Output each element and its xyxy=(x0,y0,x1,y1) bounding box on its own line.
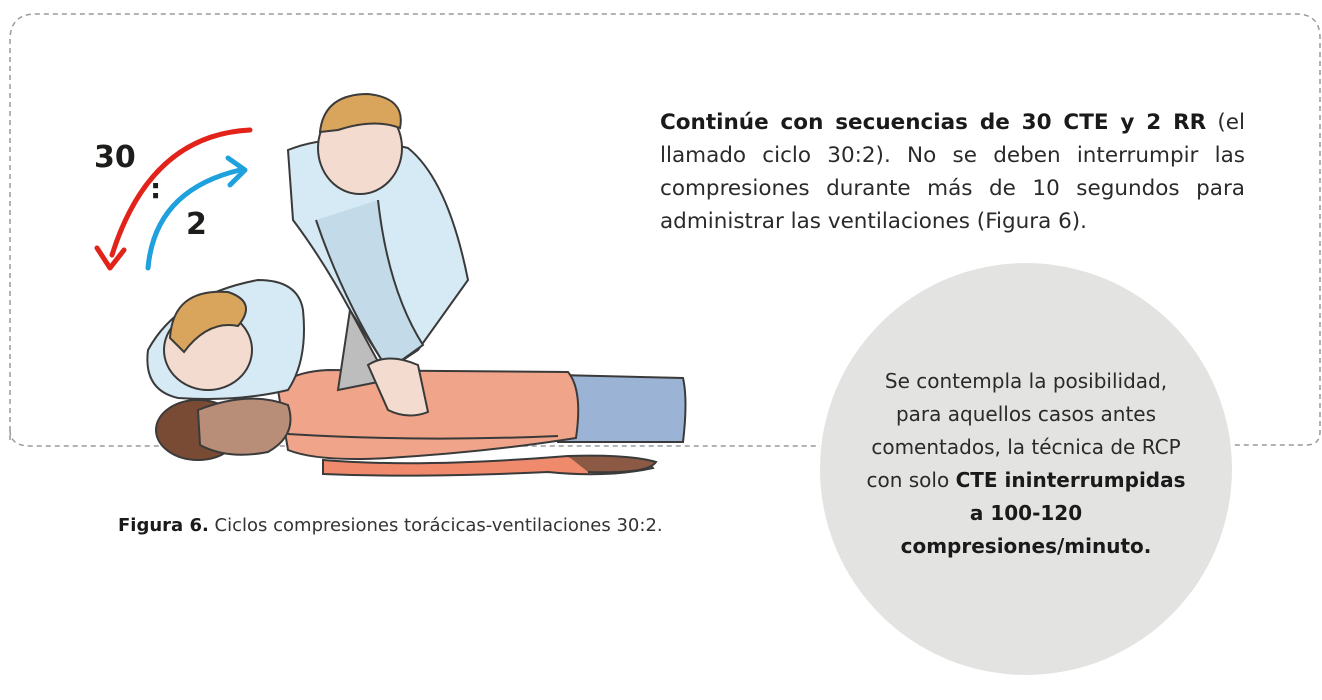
note-circle xyxy=(820,263,1232,675)
intro-paragraph: Continúe con secuencias de 30 CTE y 2 RR… xyxy=(660,106,1245,238)
caption-label: Figura 6. xyxy=(118,515,209,536)
note-text: Se contempla la posibilidad, para aquell… xyxy=(862,365,1190,563)
note-bold: CTE ininterrumpidas a 100-120 compresion… xyxy=(900,468,1186,558)
cycle-separator: : xyxy=(150,172,162,205)
note-body: Se contempla la posibilidad, para aquell… xyxy=(866,369,1181,492)
intro-bold-text: Continúe con secuencias de 30 CTE y 2 RR xyxy=(660,109,1207,135)
intro-body-text: (el llamado ciclo 30:2). No se deben int… xyxy=(660,109,1245,234)
caption-text: Ciclos compresiones torácicas-ventilacio… xyxy=(208,515,663,536)
figure-caption: Figura 6. Ciclos compresiones torácicas-… xyxy=(118,515,663,536)
cpr-illustration xyxy=(146,92,687,477)
cycle-ventilations-number: 2 xyxy=(186,207,207,242)
cycle-compressions-number: 30 xyxy=(94,140,136,175)
